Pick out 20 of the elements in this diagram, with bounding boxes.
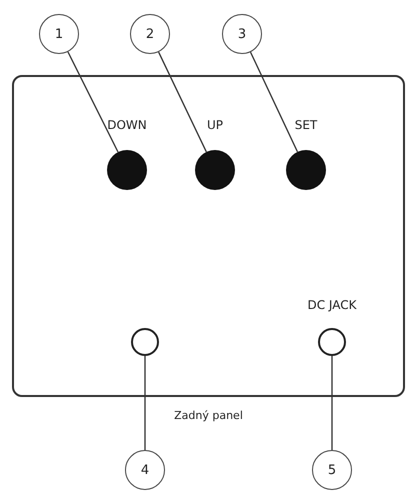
- jack-socket: [318, 328, 346, 356]
- push-button: [195, 150, 235, 190]
- button-label: UP: [206, 118, 224, 132]
- leader-line: [250, 52, 298, 152]
- push-button: [286, 150, 326, 190]
- leader-line: [158, 52, 207, 152]
- button-label: DOWN: [107, 118, 147, 132]
- leader-line: [144, 356, 146, 450]
- button-label: DC JACK: [308, 298, 356, 312]
- leader-line: [67, 52, 119, 152]
- callout-number: 5: [312, 450, 352, 490]
- panel-caption: Zadný panel: [174, 409, 243, 422]
- callout-number: 1: [39, 14, 79, 54]
- button-label: SET: [294, 118, 318, 132]
- callout-number: 3: [222, 14, 262, 54]
- callout-number: 4: [125, 450, 165, 490]
- leader-line: [331, 356, 333, 450]
- push-button: [107, 150, 147, 190]
- jack-socket: [131, 328, 159, 356]
- callout-number: 2: [130, 14, 170, 54]
